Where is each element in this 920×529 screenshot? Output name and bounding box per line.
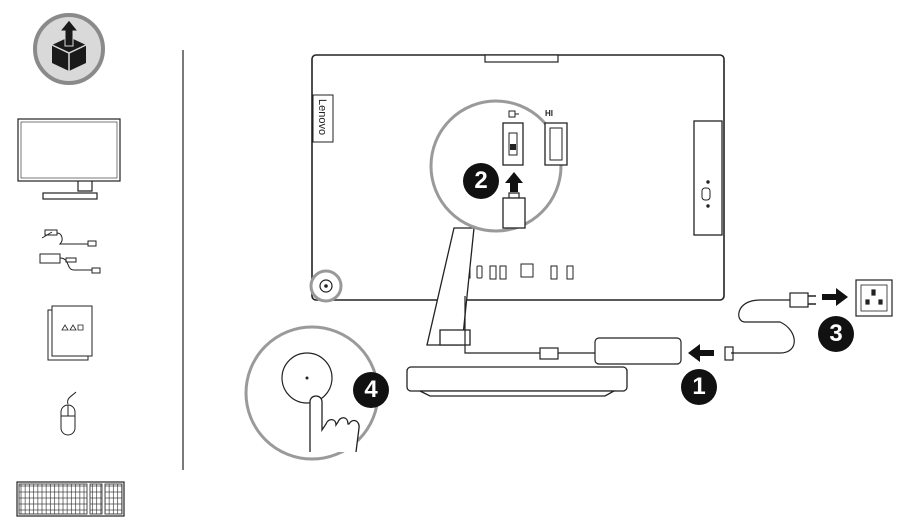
arrow-step3 [822, 288, 848, 306]
step-badge-4: 4 [353, 372, 389, 408]
mouse-icon [60, 391, 77, 436]
callout-power-port: HI [429, 99, 568, 233]
documents-icon [47, 305, 93, 361]
brand-logo: Lenovo [316, 99, 328, 135]
step-badge-2: 2 [463, 163, 499, 199]
power-cable [464, 292, 816, 365]
adapter-icon [39, 253, 101, 274]
arrow-step1 [688, 344, 714, 362]
unbox-icon [33, 13, 105, 85]
cable-icon [41, 229, 97, 247]
step-badge-3: 3 [818, 316, 854, 352]
power-button-icon [309, 269, 343, 303]
finger-press-icon [309, 395, 360, 453]
monitor-stand [406, 227, 628, 397]
keyboard-icon [16, 481, 125, 517]
rear-port-row [462, 263, 574, 280]
wall-outlet-icon [855, 279, 893, 317]
svg-text:HI: HI [545, 109, 553, 118]
monitor-icon [17, 118, 121, 200]
step-badge-1: 1 [681, 369, 717, 405]
monitor-rear [311, 54, 725, 301]
